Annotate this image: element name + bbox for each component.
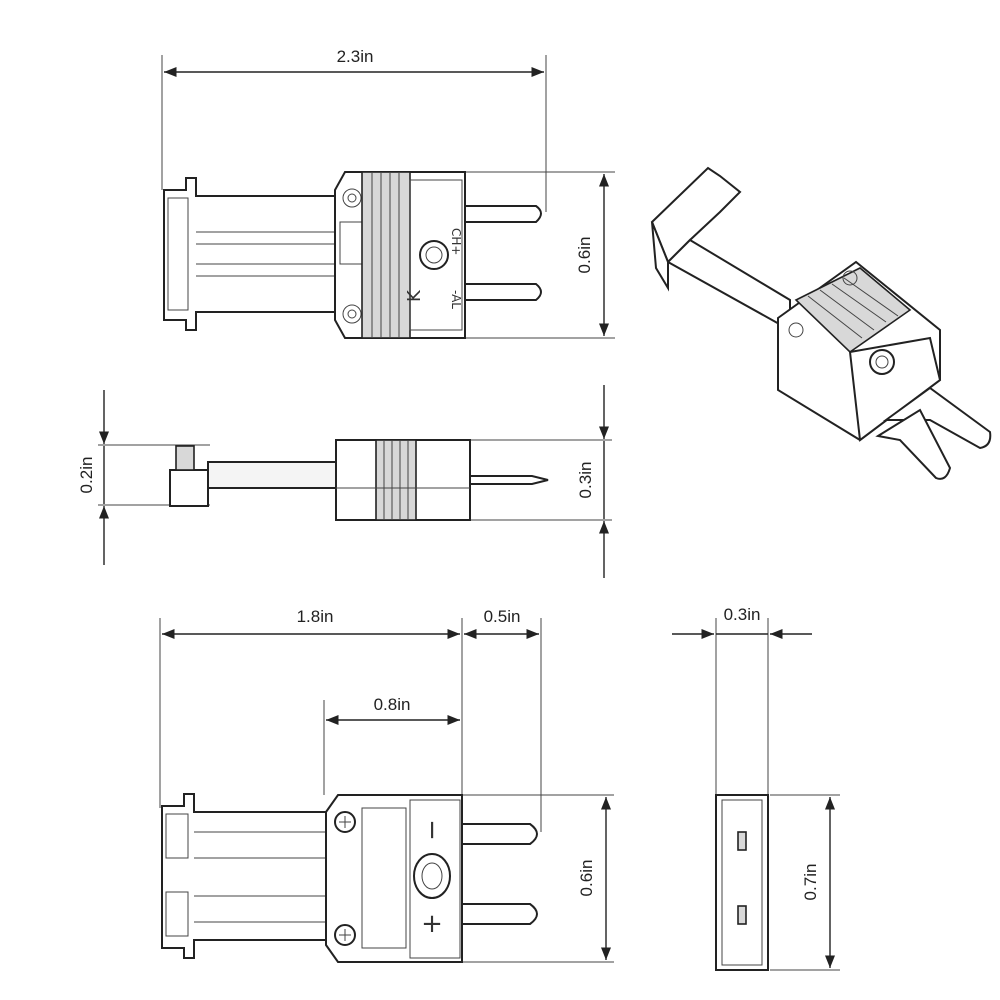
side-cable — [207, 461, 339, 489]
iso-view — [650, 166, 992, 480]
iso-clamp-rails — [666, 238, 791, 332]
dim-label-end-height: 0.7in — [801, 864, 820, 901]
bottom-center-hole — [413, 853, 451, 899]
screw-hole-top — [342, 188, 362, 208]
pin-upper — [464, 205, 542, 223]
marking-ch-plus: CH+ — [449, 228, 463, 255]
dim-label-end-width: 0.3in — [724, 605, 761, 624]
dim-label-top-width: 2.3in — [337, 47, 374, 66]
end-view: 0.3in 0.7in — [672, 605, 840, 971]
bottom-view: 1.8in 0.5in 0.8in 0.6in − + — [159, 607, 614, 963]
bottom-pin-upper — [461, 823, 538, 845]
plus-marking: + — [421, 909, 443, 939]
end-body — [715, 794, 769, 971]
bottom-pin-lower — [461, 903, 538, 925]
side-pin — [469, 475, 549, 485]
dim-label-bottom-overall: 1.8in — [297, 607, 334, 626]
dim-label-top-height: 0.6in — [575, 237, 594, 274]
pin-lower — [464, 283, 542, 301]
end-slot-upper — [737, 831, 747, 851]
dim-label-bottom-pin: 0.5in — [484, 607, 521, 626]
dim-label-side-left: 0.2in — [77, 457, 96, 494]
iso-ribs — [794, 267, 912, 354]
side-view: 0.2in 0.3in — [77, 385, 612, 578]
minus-marking: − — [417, 819, 447, 841]
end-slot-lower — [737, 905, 747, 925]
marking-minus-al: -AL — [449, 290, 463, 309]
cable-clamp — [163, 177, 336, 331]
grip-ribs — [361, 171, 411, 339]
side-clamp — [169, 469, 209, 507]
dim-label-side-right: 0.3in — [576, 462, 595, 499]
dim-label-bottom-body: 0.8in — [374, 695, 411, 714]
iso-pin-1 — [882, 386, 992, 450]
iso-pin-2 — [875, 408, 952, 480]
center-hole — [419, 240, 449, 270]
connector-body-bottom — [325, 794, 463, 963]
dim-label-bottom-height: 0.6in — [577, 860, 596, 897]
screw-hole-bottom — [342, 304, 362, 324]
bottom-clamp — [161, 793, 331, 959]
marking-type-k: K — [404, 289, 425, 302]
top-view: 2.3in 0.6in CH+ -AL K — [161, 47, 615, 339]
